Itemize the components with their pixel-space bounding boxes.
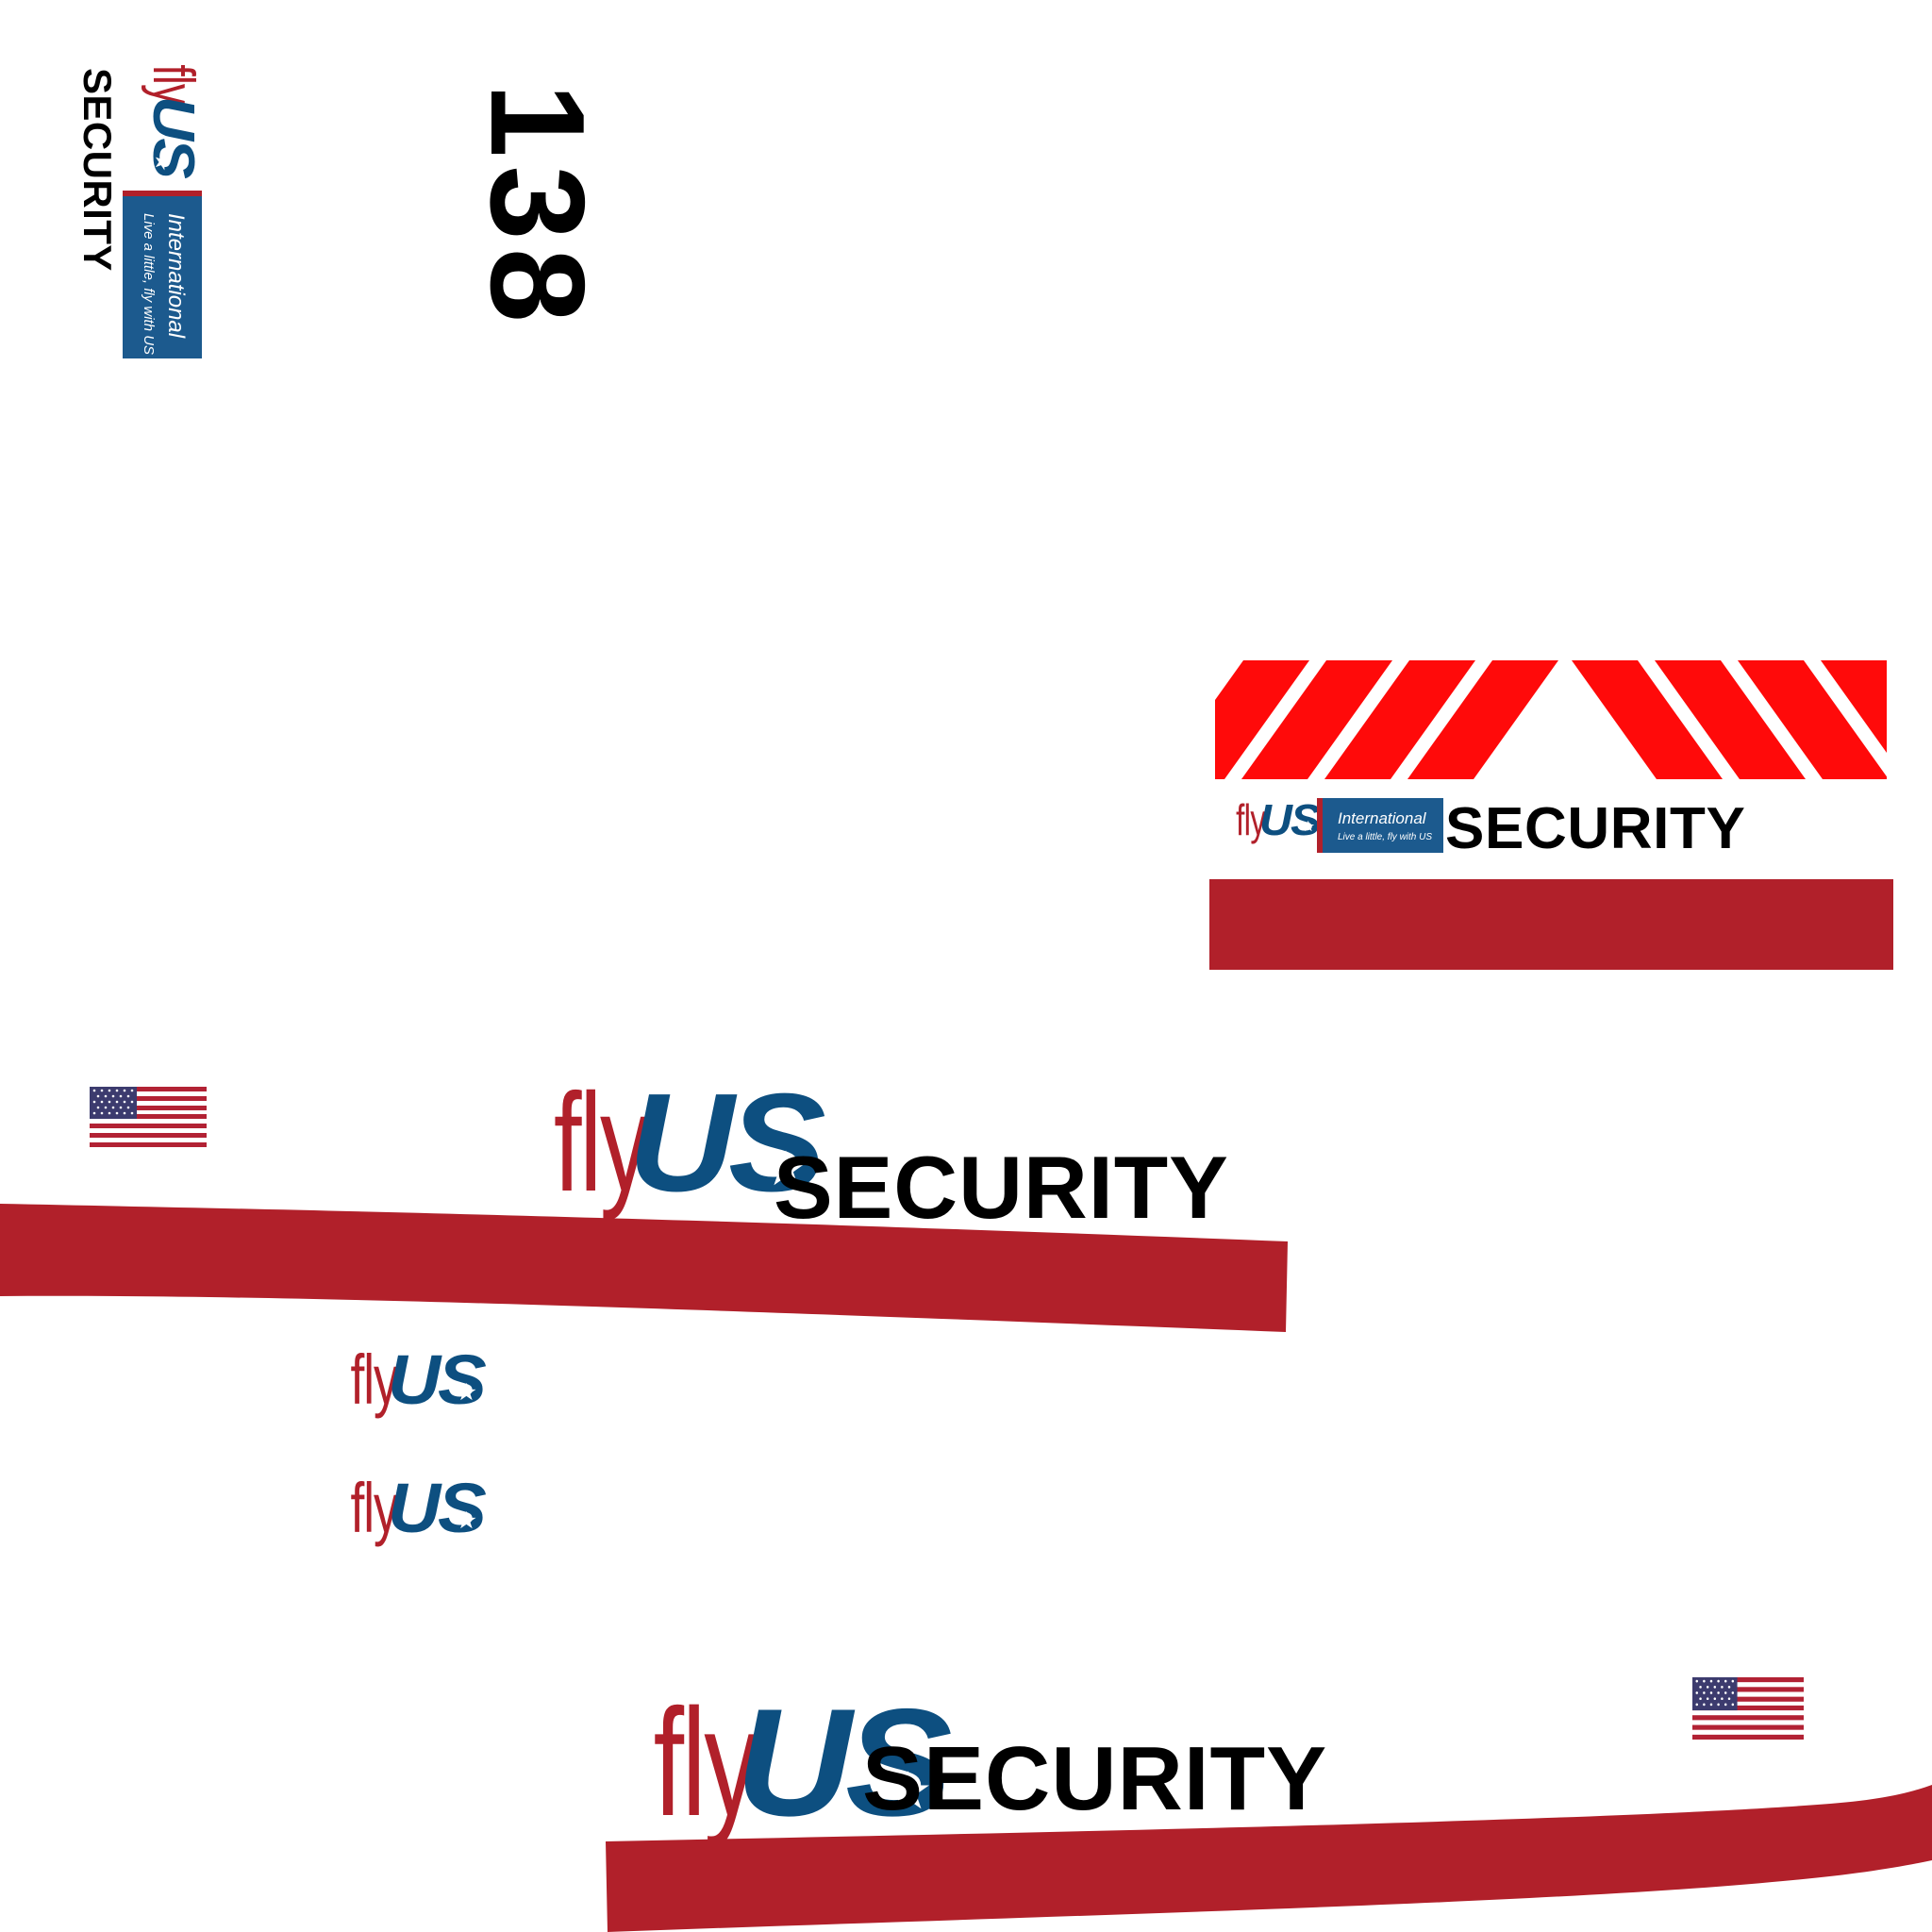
aircraft-number: 138: [462, 83, 612, 330]
badge-tagline-text: Live a little, fly with US: [141, 213, 157, 356]
security-title: SECURITY: [75, 68, 120, 272]
flyus-logo-small: fly US★: [332, 1341, 487, 1419]
us-flag-icon: [90, 1087, 207, 1147]
hazard-panel: [1215, 660, 1887, 779]
logo-us-text: US★: [735, 1677, 953, 1848]
logo-fly-text: fly: [553, 1065, 650, 1221]
star-icon: ★: [455, 1378, 478, 1406]
logo-us-text: US★: [1258, 795, 1321, 844]
red-swoosh: [0, 1204, 1288, 1332]
security-title: SECURITY: [1445, 796, 1746, 861]
logo-fly-text: fly: [1236, 795, 1266, 844]
logo-us-text: US★: [388, 1341, 487, 1419]
logo-us-text: US★: [141, 95, 206, 176]
red-swoosh: [606, 1785, 1932, 1932]
logo-us-text: US★: [628, 1065, 826, 1221]
security-title: SECURITY: [862, 1728, 1328, 1829]
flyus-logo: fly US★: [517, 1065, 826, 1221]
vertical-logo-group: fly US★ International Live a little, fly…: [74, 47, 206, 377]
flyus-logo-small: fly US★: [332, 1469, 487, 1547]
aircraft-number-text: 138: [462, 83, 612, 331]
star-icon: ★: [763, 1141, 808, 1195]
security-title: SECURITY: [774, 1138, 1229, 1237]
hazard-chevron-stripes: [1215, 660, 1887, 779]
us-flag-icon: [1692, 1677, 1804, 1740]
star-icon: ★: [1301, 819, 1315, 836]
star-icon: ★: [883, 1760, 932, 1820]
star-icon: ★: [151, 152, 174, 169]
badge-international-text: International: [163, 213, 189, 339]
flyus-logo: fly US★: [141, 49, 206, 176]
flyus-logo: fly US★: [613, 1677, 952, 1848]
international-badge: International Live a little, fly with US: [1317, 798, 1443, 853]
logo-fly-text: fly: [350, 1341, 398, 1419]
red-stripe: [1209, 879, 1893, 970]
logo-fly-text: fly: [350, 1469, 398, 1547]
flyus-logo: fly US★: [1224, 795, 1321, 844]
badge-international-text: International: [1338, 809, 1426, 827]
logo-fly-text: fly: [653, 1677, 759, 1848]
logo-us-text: US★: [388, 1469, 487, 1547]
international-badge: International Live a little, fly with US: [123, 191, 202, 358]
badge-tagline-text: Live a little, fly with US: [1338, 832, 1433, 842]
star-icon: ★: [455, 1507, 478, 1534]
